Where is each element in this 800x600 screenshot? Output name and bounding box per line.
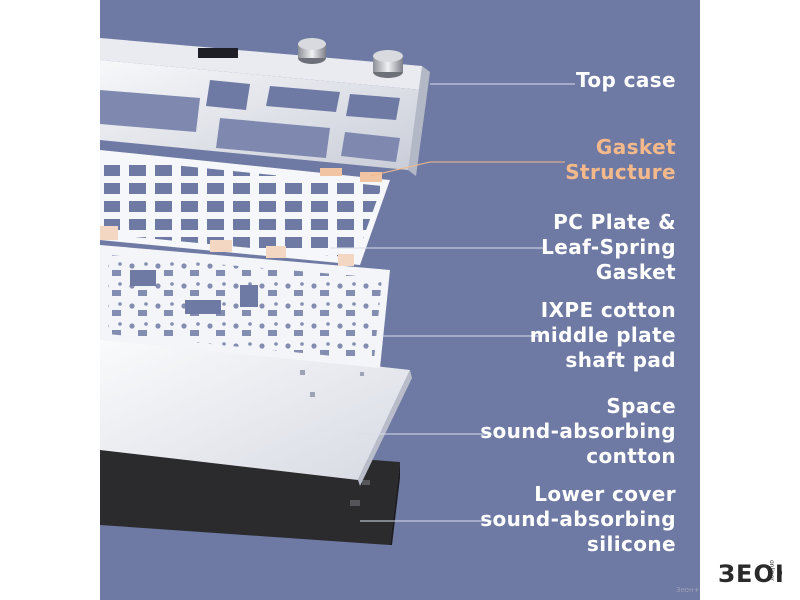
label-gasket-structure: Gasket Structure (565, 135, 676, 185)
label-line: sound-absorbing (480, 419, 676, 443)
exploded-diagram-panel: Top case Gasket Structure PC Plate & Lea… (100, 0, 700, 600)
watermark: Зеон+ (676, 586, 700, 594)
ixpe-pad-layer (100, 245, 390, 368)
zeon-logo-text: ЗЕОН (718, 560, 782, 588)
label-line: contton (586, 444, 676, 468)
label-line: IXPE cotton (540, 298, 676, 322)
knob-left-icon (298, 38, 326, 64)
label-line: Lower cover (534, 482, 676, 506)
label-line: Gasket (595, 135, 676, 159)
label-line: Top case (575, 68, 676, 92)
label-line: Space (606, 394, 676, 418)
label-ixpe-cotton: IXPE cotton middle plate shaft pad (530, 298, 676, 373)
label-line: sound-absorbing (480, 507, 676, 531)
label-lower-cover: Lower cover sound-absorbing silicone (480, 482, 676, 557)
label-line: Leaf-Spring (541, 235, 676, 259)
label-line: Structure (565, 160, 676, 184)
pc-plate-layer (100, 150, 390, 266)
label-line: shaft pad (565, 348, 676, 372)
label-pc-plate: PC Plate & Leaf-Spring Gasket (541, 210, 676, 285)
keyboard-exploded-view (100, 38, 575, 545)
label-line: PC Plate & (553, 210, 676, 234)
label-space-foam: Space sound-absorbing contton (480, 394, 676, 469)
label-line: Gasket (595, 260, 676, 284)
zeon-logo: ЗЕОН (718, 560, 782, 588)
top-case-layer (100, 38, 430, 176)
knob-right-icon (373, 50, 403, 78)
label-line: silicone (586, 532, 676, 556)
label-top-case: Top case (576, 68, 676, 93)
logo-side-text: onliner (768, 560, 775, 581)
space-foam-layer (100, 335, 412, 486)
leader-gasket (369, 161, 565, 177)
label-line: middle plate (529, 323, 676, 347)
